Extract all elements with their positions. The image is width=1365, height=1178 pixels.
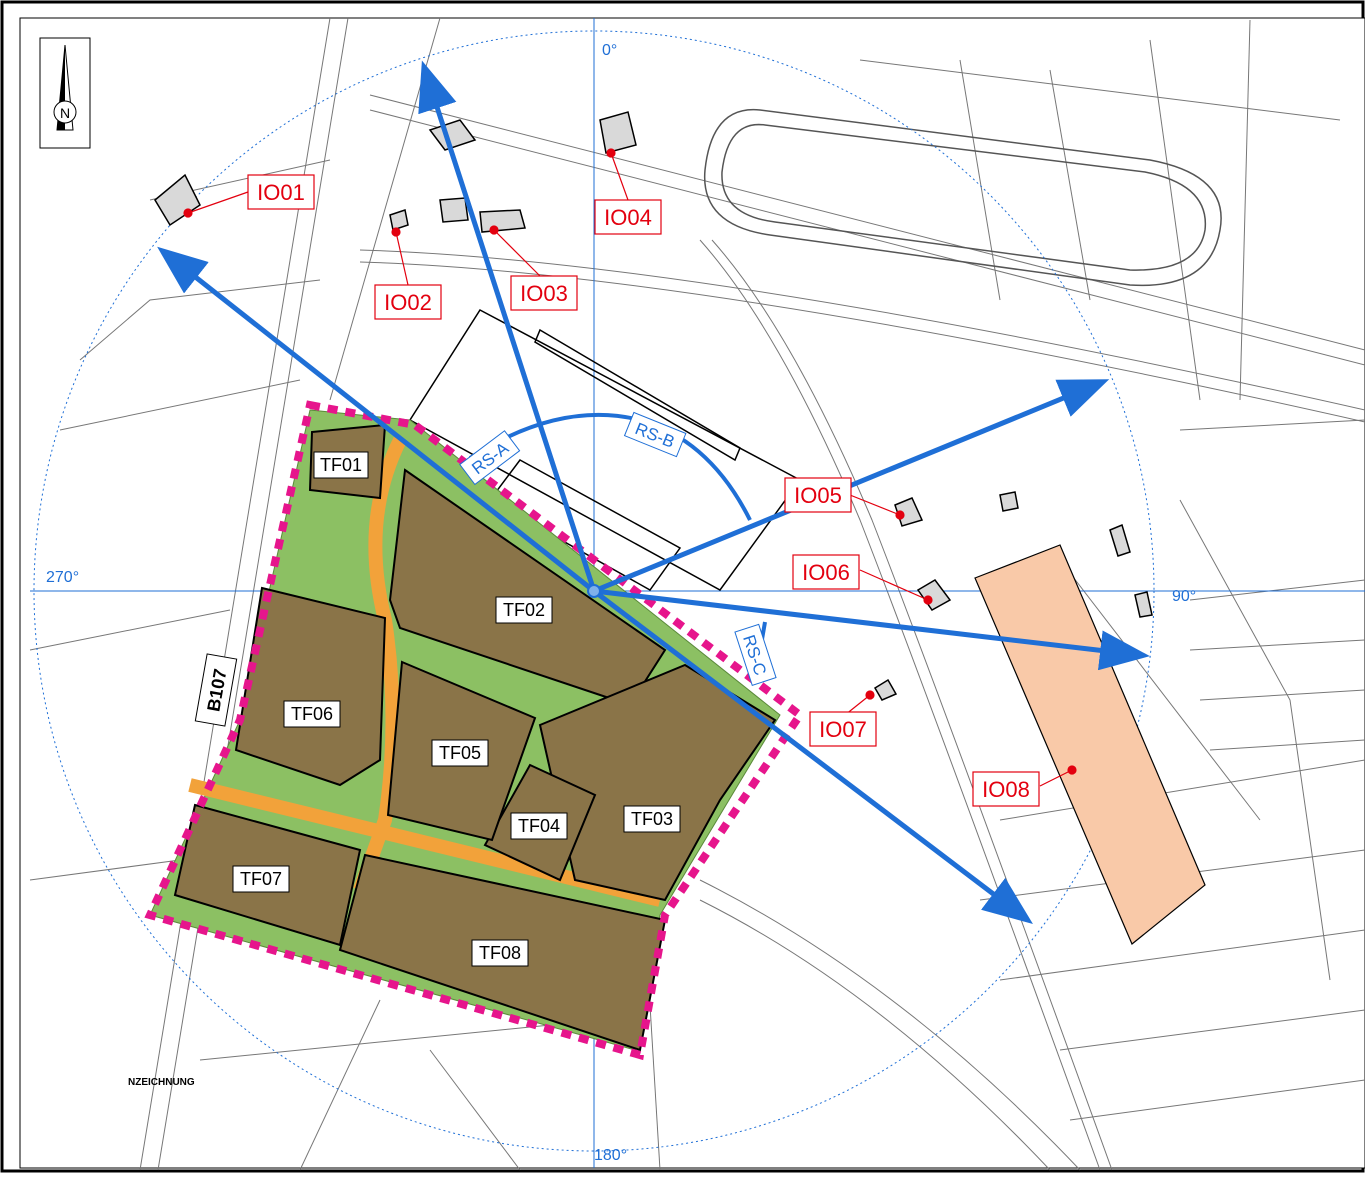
svg-text:TF01: TF01	[320, 455, 362, 475]
plot-label-tf06: TF06	[283, 700, 341, 728]
svg-text:IO06: IO06	[802, 560, 850, 585]
svg-text:IO08: IO08	[982, 777, 1030, 802]
receptor-label-io04: IO04	[594, 199, 662, 235]
svg-text:TF04: TF04	[518, 816, 560, 836]
svg-text:IO07: IO07	[819, 717, 867, 742]
svg-text:TF02: TF02	[503, 600, 545, 620]
receptor-label-io01: IO01	[247, 174, 315, 210]
plot-label-tf03: TF03	[623, 805, 681, 833]
race-track	[703, 108, 1222, 287]
svg-text:TF03: TF03	[631, 809, 673, 829]
svg-text:IO05: IO05	[794, 483, 842, 508]
svg-text:TF07: TF07	[240, 869, 282, 889]
receptor-label-io08: IO08	[972, 771, 1040, 807]
plot-label-tf02: TF02	[495, 596, 553, 624]
svg-text:IO03: IO03	[520, 281, 568, 306]
degree-north: 0°	[602, 42, 617, 59]
svg-text:IO04: IO04	[604, 205, 652, 230]
north-letter: N	[60, 105, 70, 121]
svg-text:TF06: TF06	[291, 704, 333, 724]
road-label-b107: B107	[194, 653, 238, 727]
plot-tf03	[538, 663, 777, 902]
receptor-label-io02: IO02	[374, 284, 442, 320]
direction-arrows	[157, 60, 1150, 925]
drawing-label: NZEICHNUNG	[128, 1077, 195, 1088]
degree-south: 180°	[594, 1147, 627, 1164]
receptor-leaders	[183, 148, 1077, 787]
degree-east: 90°	[1172, 588, 1196, 605]
hall-outlines	[408, 309, 802, 591]
svg-text:TF08: TF08	[479, 943, 521, 963]
plot-label-tf01: TF01	[313, 451, 369, 479]
plot-label-tf08: TF08	[471, 939, 529, 967]
svg-text:IO02: IO02	[384, 290, 432, 315]
plot-tf06	[234, 586, 387, 787]
source-point	[587, 584, 601, 598]
north-arrow-icon	[39, 37, 91, 149]
receptor-label-io07: IO07	[809, 711, 877, 747]
receptor-label-io05: IO05	[784, 477, 852, 513]
receptor-label-io03: IO03	[510, 275, 578, 311]
plot-label-tf04: TF04	[510, 812, 568, 840]
plot-tf02	[388, 468, 667, 707]
plot-label-tf05: TF05	[431, 739, 489, 767]
receptor-label-io06: IO06	[792, 554, 860, 590]
svg-text:TF05: TF05	[439, 743, 481, 763]
degree-west: 270°	[46, 569, 79, 586]
plot-label-tf07: TF07	[232, 865, 290, 893]
svg-text:IO01: IO01	[257, 180, 305, 205]
map-border	[19, 17, 1365, 1169]
